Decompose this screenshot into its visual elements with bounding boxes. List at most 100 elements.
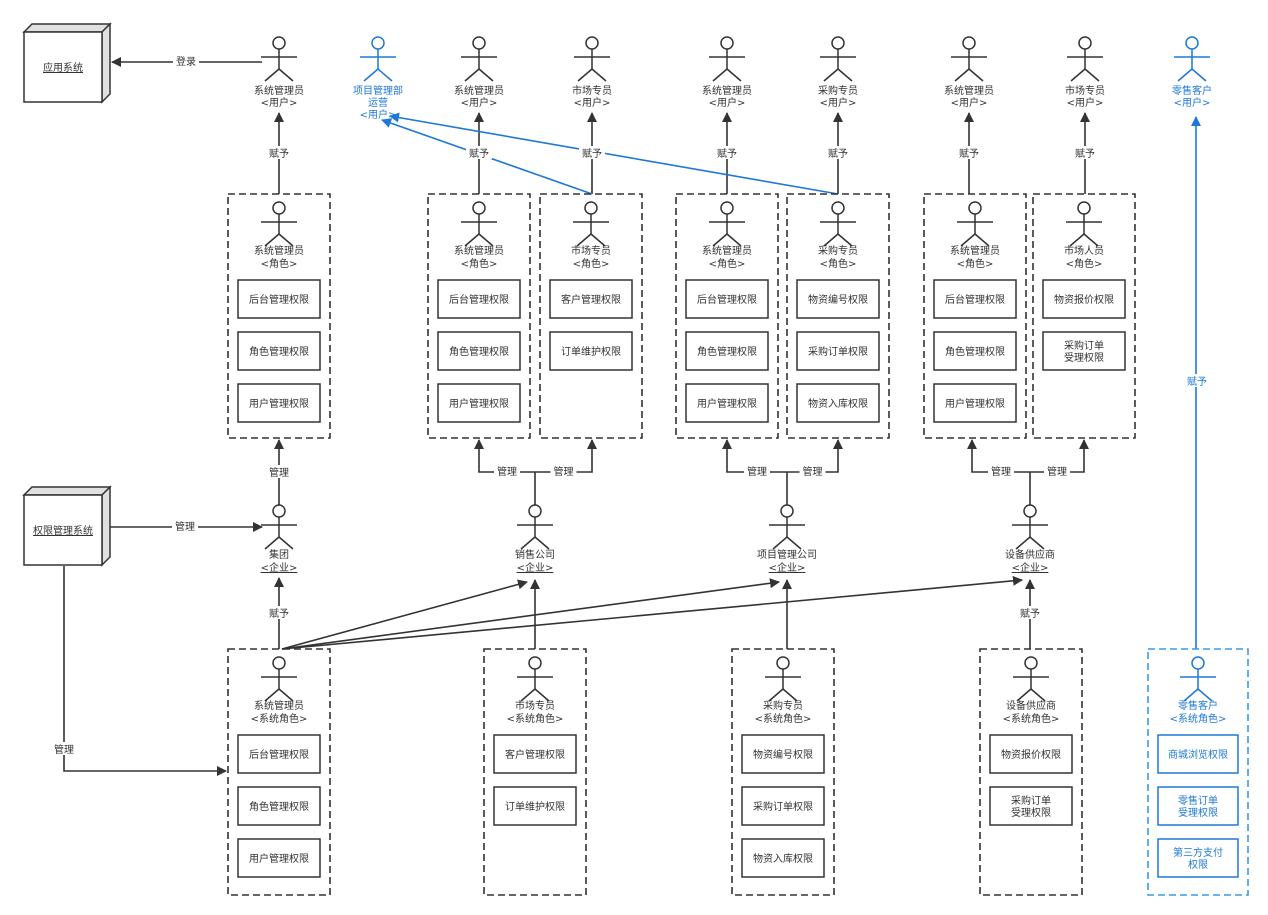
role-name-line: 市场人员 bbox=[1064, 244, 1104, 257]
permission-rect bbox=[933, 383, 1017, 423]
permission-box: 后台管理权限 bbox=[237, 734, 321, 774]
permission-box: 后台管理权限 bbox=[933, 279, 1017, 319]
user-name-line: 系统管理员 bbox=[254, 84, 304, 97]
permission-label: 物资编号权限 bbox=[808, 293, 868, 306]
edge-label-text: 赋予 bbox=[469, 148, 489, 160]
role-type-line: <角色> bbox=[957, 257, 994, 270]
actor-leg-left bbox=[577, 68, 593, 82]
actor-leg-right bbox=[1029, 536, 1045, 550]
actor-leg-left bbox=[264, 536, 280, 550]
permission-label: 角色管理权限 bbox=[249, 345, 309, 358]
edge-label-text: 管理 bbox=[1047, 465, 1067, 478]
edge-label: 管理 bbox=[266, 465, 292, 479]
permission-box: 后台管理权限 bbox=[437, 279, 521, 319]
permission-box: 角色管理权限 bbox=[685, 331, 769, 371]
user-actor-icon bbox=[951, 36, 987, 82]
role-name: 市场专员 bbox=[515, 699, 555, 712]
edge-label: 管理 bbox=[744, 464, 770, 478]
permission-label: 角色管理权限 bbox=[249, 800, 309, 813]
edge-label: 赋予 bbox=[466, 146, 492, 160]
actor-leg-right bbox=[278, 68, 294, 82]
permission-rect bbox=[685, 279, 769, 319]
role-name-line: 系统管理员 bbox=[254, 244, 304, 257]
actor-head-icon bbox=[831, 201, 845, 215]
actor-leg-right bbox=[478, 68, 494, 82]
actor-leg-right bbox=[478, 233, 494, 247]
permission-box: 采购订单权限 bbox=[741, 786, 825, 826]
permission-label-line: 订单维护权限 bbox=[505, 800, 565, 813]
actor-head-icon bbox=[584, 201, 598, 215]
permission-label: 物资报价权限 bbox=[1054, 293, 1114, 306]
dashed-container bbox=[1032, 193, 1136, 439]
box-top bbox=[22, 23, 112, 33]
permission-label-line: 用户管理权限 bbox=[449, 397, 509, 410]
permission-box: 物资报价权限 bbox=[1042, 279, 1126, 319]
edge-label: 管理 bbox=[988, 464, 1014, 478]
permission-label-line: 订单维护权限 bbox=[561, 345, 621, 358]
edge-label-text: 赋予 bbox=[1075, 148, 1095, 160]
edge-label-bg bbox=[988, 464, 1014, 477]
edge-label: 管理 bbox=[172, 519, 198, 533]
edge-labels-layer: 登录赋予赋予赋予赋予赋予赋予赋予赋予管理管理管理管理管理管理管理管理管理赋予赋予 bbox=[51, 54, 1210, 756]
permission-box: 用户管理权限 bbox=[237, 383, 321, 423]
permission-rect bbox=[493, 734, 577, 774]
permission-box: 订单维护权限 bbox=[549, 331, 633, 371]
permission-box: 用户管理权限 bbox=[237, 838, 321, 878]
edge-label-text: 管理 bbox=[497, 465, 517, 478]
enterprise-actor-icon bbox=[517, 504, 553, 550]
edge-label-bg bbox=[1017, 606, 1043, 619]
user-type-line: <用户> bbox=[1067, 96, 1104, 109]
permission-label: 用户管理权限 bbox=[249, 397, 309, 410]
actor-head-icon bbox=[1024, 656, 1038, 670]
actor-head-icon bbox=[371, 36, 385, 50]
permission-rect bbox=[437, 279, 521, 319]
permission-label-line: 用户管理权限 bbox=[249, 852, 309, 865]
user-actor-icon bbox=[709, 36, 745, 82]
actor-leg-right bbox=[1030, 688, 1046, 702]
dashed-container bbox=[483, 648, 587, 896]
user-type: <用户> bbox=[1174, 96, 1211, 109]
permission-label-line: 后台管理权限 bbox=[249, 748, 309, 761]
dashed-container bbox=[731, 648, 835, 896]
user-name: 系统管理员 bbox=[454, 84, 504, 97]
user-name-line: 项目管理部 bbox=[353, 84, 403, 97]
permission-rect bbox=[741, 734, 825, 774]
box-front bbox=[23, 31, 103, 103]
edge-label: 赋予 bbox=[956, 146, 982, 160]
permission-rect bbox=[237, 279, 321, 319]
actor-leg-left bbox=[520, 536, 536, 550]
actor-leg-right bbox=[534, 688, 550, 702]
actor-leg-left bbox=[363, 68, 379, 82]
permission-label: 物资入库权限 bbox=[808, 397, 868, 410]
edge-label-text: 管理 bbox=[747, 465, 767, 478]
edge-label: 赋予 bbox=[579, 146, 605, 160]
role-type: <角色> bbox=[261, 257, 298, 270]
actor-leg-right bbox=[278, 233, 294, 247]
role-actor-icon bbox=[261, 656, 297, 702]
enterprise-type-line: <企业> bbox=[769, 561, 806, 574]
user-type-line: <用户> bbox=[360, 108, 397, 121]
user-name: 市场专员 bbox=[1065, 84, 1105, 97]
permission-label-line: 采购订单 bbox=[1064, 339, 1104, 352]
edge-label-bg bbox=[494, 464, 520, 477]
permission-rect bbox=[437, 331, 521, 371]
edge-label-bg bbox=[266, 606, 292, 619]
permission-box: 用户管理权限 bbox=[437, 383, 521, 423]
role-actor-icon bbox=[1013, 656, 1049, 702]
enterprise-type-line: <企业> bbox=[261, 561, 298, 574]
permission-rect bbox=[796, 279, 880, 319]
actor-head-icon bbox=[720, 36, 734, 50]
role-type-line: <系统角色> bbox=[1003, 712, 1060, 725]
permission-box: 客户管理权限 bbox=[493, 734, 577, 774]
permission-label-line: 后台管理权限 bbox=[697, 293, 757, 306]
edge-label: 赋予 bbox=[266, 606, 292, 620]
actor-head-icon bbox=[1078, 36, 1092, 50]
role-type-line: <系统角色> bbox=[251, 712, 308, 725]
user-name-line: 采购专员 bbox=[818, 84, 858, 97]
permission-label-line: 后台管理权限 bbox=[249, 293, 309, 306]
